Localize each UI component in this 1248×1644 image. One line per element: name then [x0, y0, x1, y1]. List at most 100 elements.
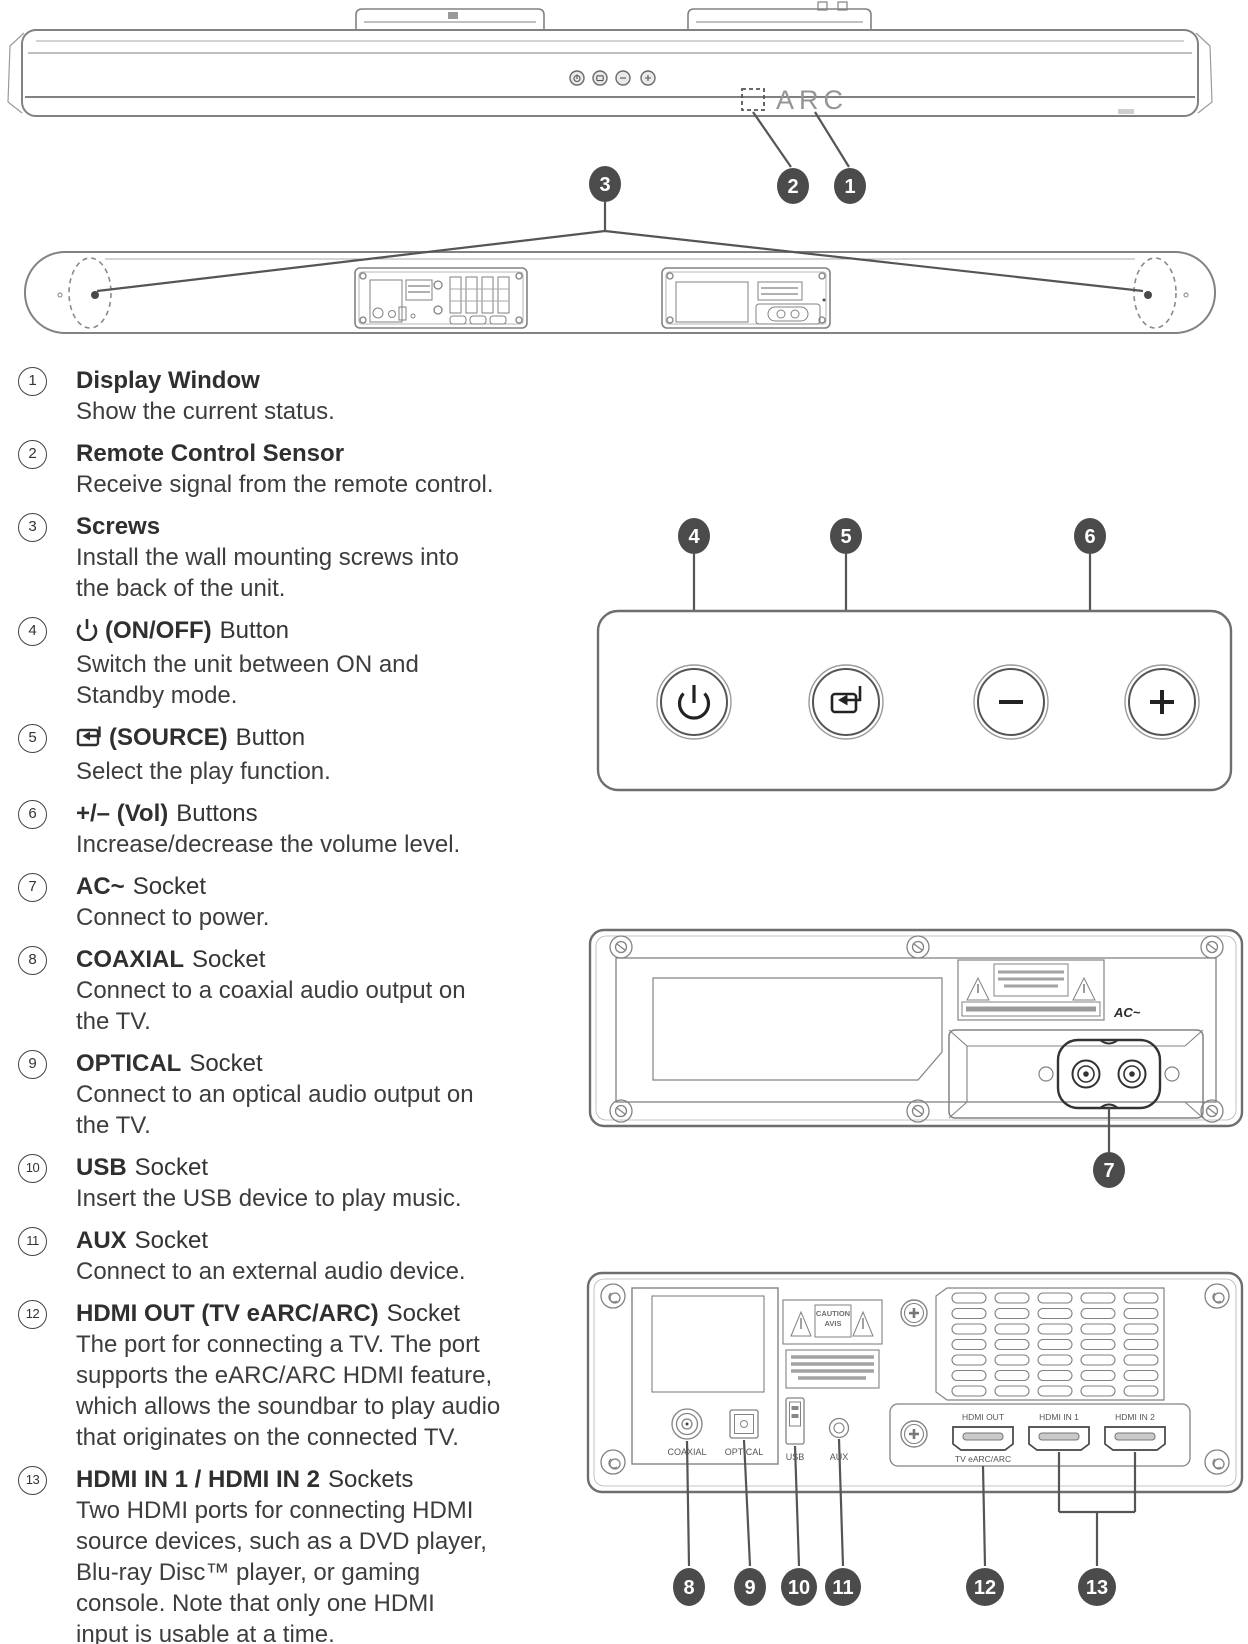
- hdmi-in-2-port: [1104, 1426, 1166, 1451]
- svg-text:3: 3: [599, 174, 610, 196]
- item-description: Receive signal from the remote control.: [76, 471, 494, 498]
- svg-text:4: 4: [688, 526, 700, 548]
- callout-badge-6: 6: [1074, 518, 1106, 554]
- display-window-text: ARC: [776, 85, 848, 115]
- ac-panel-outline: [588, 928, 1244, 1128]
- item-description: Connect to an external audio device.: [76, 1258, 466, 1285]
- item-number: 6: [18, 800, 47, 829]
- list-item-3: 3 Screws Install the wall mounting screw…: [18, 511, 555, 604]
- item-title: (SOURCE)Button: [76, 722, 331, 756]
- item-description: Switch the unit between ON and Standby m…: [76, 651, 419, 709]
- power-icon: [76, 617, 98, 649]
- item-number: 9: [18, 1050, 47, 1079]
- item-title: HDMI OUT (TV eARC/ARC)Socket: [76, 1300, 461, 1327]
- callout-badge-3: 3: [589, 166, 621, 202]
- item-number: 11: [18, 1227, 47, 1256]
- coaxial-label: COAXIAL: [667, 1447, 706, 1457]
- wall-bracket-right: [687, 1, 872, 30]
- svg-text:10: 10: [788, 1577, 810, 1599]
- screw-hole-right: [1144, 291, 1152, 299]
- list-item-6: 6 +/– (Vol)Buttons Increase/decrease the…: [18, 798, 555, 860]
- svg-text:13: 13: [1086, 1577, 1108, 1599]
- usb-port: [785, 1397, 805, 1445]
- callout-badge-11: 11: [825, 1568, 861, 1606]
- screw-area-left: [68, 257, 112, 329]
- aux-label: AUX: [830, 1452, 849, 1462]
- screw-icon: [900, 1299, 928, 1448]
- svg-text:5: 5: [840, 526, 851, 548]
- callout-badge-12: 12: [966, 1568, 1004, 1606]
- aux-port: [828, 1417, 850, 1439]
- optical-port: [729, 1409, 759, 1439]
- item-description: Two HDMI ports for connecting HDMI sourc…: [76, 1497, 487, 1644]
- ac-panel-diagram: AC~ 7: [588, 928, 1244, 1188]
- svg-text:7: 7: [1103, 1160, 1114, 1182]
- control-buttons-diagram: 4 5 6: [596, 518, 1233, 792]
- back-ports-recess: [354, 267, 528, 329]
- tv-earc-arc-label: TV eARC/ARC: [955, 1454, 1011, 1464]
- wall-bracket-left: [355, 8, 545, 30]
- connections-panel-outline: [586, 1271, 1244, 1494]
- item-number: 10: [18, 1154, 47, 1183]
- item-description: Increase/decrease the volume level.: [76, 831, 461, 858]
- callout-badge-1: 1: [834, 168, 866, 204]
- svg-text:11: 11: [832, 1577, 853, 1599]
- item-description: Select the play function.: [76, 758, 331, 785]
- back-ac-recess: [661, 267, 831, 329]
- item-title: (ON/OFF)Button: [76, 615, 419, 649]
- volume-minus-button: [973, 664, 1049, 740]
- callout-badge-7: 7: [1093, 1152, 1125, 1188]
- item-number: 2: [18, 440, 47, 469]
- svg-text:12: 12: [974, 1577, 996, 1599]
- blank-plate: [652, 977, 943, 1081]
- list-item-5: 5 (SOURCE)Button Select the play functio…: [18, 722, 555, 787]
- item-number: 12: [18, 1300, 47, 1329]
- optical-label: OPTICAL: [725, 1447, 764, 1457]
- source-icon: [76, 724, 102, 756]
- hdmi-out-port: [952, 1426, 1014, 1451]
- soundbar-front-view: [7, 29, 1213, 117]
- screw-area-right: [1133, 257, 1177, 329]
- item-title: Screws: [76, 513, 161, 540]
- item-description: Connect to an optical audio output on th…: [76, 1081, 474, 1139]
- svg-text:AVIS: AVIS: [825, 1319, 842, 1328]
- item-title: Display Window: [76, 367, 260, 394]
- item-description: Insert the USB device to play music.: [76, 1185, 462, 1212]
- hdmi-in-2-label: HDMI IN 2: [1115, 1412, 1155, 1422]
- parts-list: 1 Display Window Show the current status…: [18, 365, 555, 1644]
- item-description: The port for connecting a TV. The port s…: [76, 1331, 501, 1451]
- screw-icon: [600, 1283, 1230, 1475]
- remote-sensor-icon: [741, 88, 765, 111]
- source-button-top: [592, 70, 608, 86]
- item-title: Remote Control Sensor: [76, 440, 345, 467]
- item-number: 5: [18, 724, 47, 753]
- item-description: Show the current status.: [76, 398, 335, 425]
- item-number: 4: [18, 617, 47, 646]
- item-description: Install the wall mounting screws into th…: [76, 544, 459, 602]
- callout-badge-8: 8: [673, 1568, 705, 1606]
- item-number: 13: [18, 1466, 47, 1495]
- hdmi-out-label: HDMI OUT: [962, 1412, 1004, 1422]
- usb-label: USB: [786, 1452, 805, 1462]
- source-button: [808, 664, 884, 740]
- soundbar-views-diagram: ARC: [7, 1, 1216, 334]
- svg-text:CAUTION: CAUTION: [816, 1309, 850, 1318]
- list-item-4: 4 (ON/OFF)Button Switch the unit between…: [18, 615, 555, 711]
- callout-badge-5: 5: [830, 518, 862, 554]
- item-number: 8: [18, 946, 47, 975]
- volume-plus-button: [1124, 664, 1200, 740]
- screw-icon: [609, 935, 1224, 1123]
- list-item-1: 1 Display Window Show the current status…: [18, 365, 555, 427]
- caution-label: [782, 1299, 883, 1389]
- soundbar-back-view: [24, 251, 1216, 334]
- list-item-12: 12 HDMI OUT (TV eARC/ARC)Socket The port…: [18, 1298, 555, 1453]
- connections-panel-diagram: CAUTION AVIS: [586, 1271, 1244, 1606]
